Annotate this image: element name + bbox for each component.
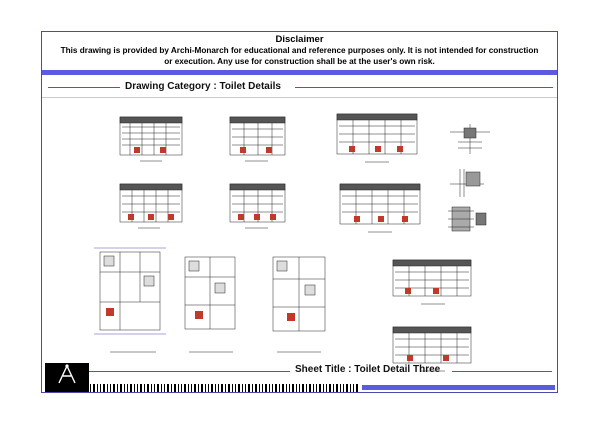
plan-drawing: [184, 256, 236, 353]
category-row: Drawing Category : Toilet Details: [42, 79, 557, 97]
barcode-strip: [90, 384, 358, 392]
section-drawing: [339, 183, 421, 233]
detail-drawing: [448, 206, 487, 232]
drawing-sheet-area: [94, 113, 490, 372]
accent-bar-top: [42, 70, 557, 75]
brand-label: Archi-Monarch: [53, 384, 88, 390]
detail-drawing: [450, 124, 490, 197]
sheet-title-row: Sheet Title : Toilet Detail Three: [42, 363, 557, 379]
accent-bar-bottom: [362, 385, 555, 390]
sheet-frame: Disclaimer This drawing is provided by A…: [41, 31, 558, 393]
archi-monarch-logo: [45, 363, 89, 392]
sheet-divider-right: [452, 371, 552, 372]
section-drawing: [119, 183, 183, 229]
section-drawing: [229, 183, 286, 229]
disclaimer-text: This drawing is provided by Archi-Monarc…: [60, 46, 539, 66]
disclaimer-title: Disclaimer: [275, 34, 324, 45]
sheet-title: Sheet Title : Toilet Detail Three: [295, 364, 441, 375]
category-divider-left: [48, 87, 120, 88]
disclaimer-block: Disclaimer This drawing is provided by A…: [42, 34, 557, 67]
section-drawing: [336, 113, 418, 163]
sheet-divider-left: [46, 371, 290, 372]
drawing-category-label: Drawing Category : Toilet Details: [125, 81, 281, 92]
section-drawing: [392, 326, 472, 372]
category-divider-right: [295, 87, 553, 88]
brand-name: III Archi-Monarch: [48, 384, 87, 391]
section-drawing: [119, 116, 183, 162]
section-drawing: [392, 259, 472, 305]
category-underline: [42, 97, 557, 98]
plan-drawing: [272, 256, 326, 353]
section-drawing: [229, 116, 286, 162]
plan-drawing: [94, 247, 166, 353]
brand-prefix: III: [48, 384, 53, 390]
